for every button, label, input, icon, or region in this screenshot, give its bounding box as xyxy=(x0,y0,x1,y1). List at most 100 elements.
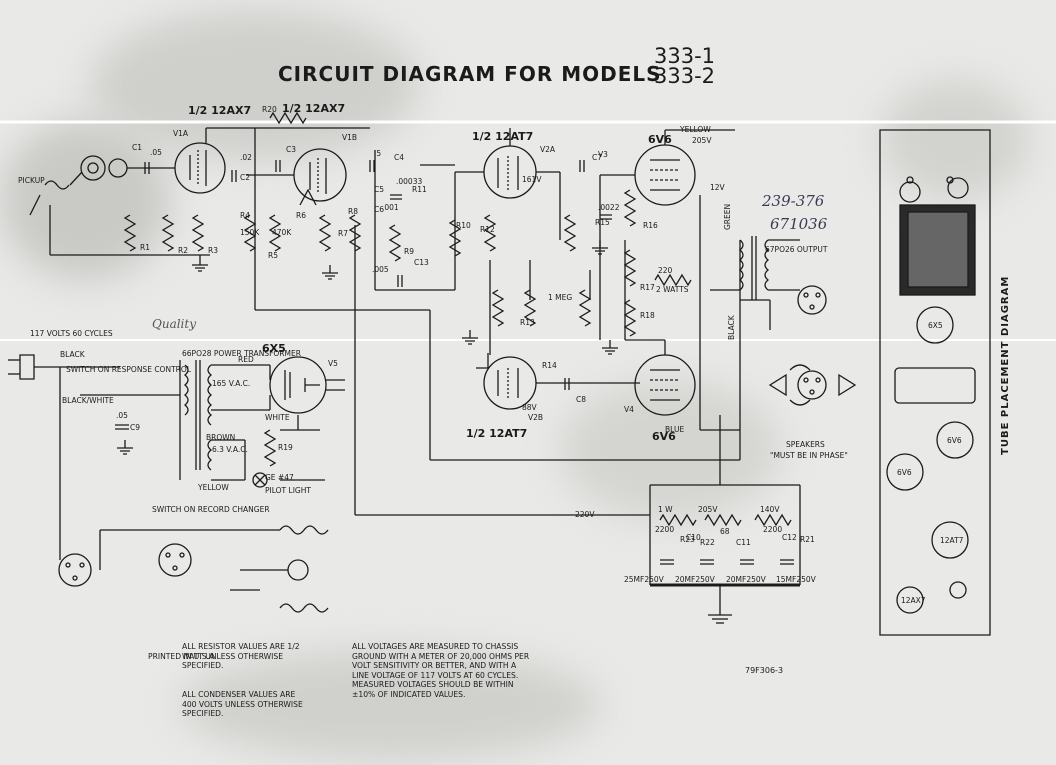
filter-cap-label: 25MF250V xyxy=(624,575,665,584)
tube-placement-panel xyxy=(879,129,991,636)
model-number-2: 333-2 xyxy=(654,64,716,88)
resistor-id: R20 xyxy=(262,105,277,114)
resistor xyxy=(192,214,204,252)
power-plug xyxy=(8,354,181,560)
tube-label: 1/2 12AX7 xyxy=(282,102,345,115)
placement-tube-label: 12AT7 xyxy=(940,536,964,545)
tube-v1a xyxy=(127,127,370,194)
resistor-id: R6 xyxy=(296,211,306,220)
capacitor-id: C2 xyxy=(240,173,250,182)
diagram-title: CIRCUIT DIAGRAM FOR MODELS xyxy=(278,62,662,86)
component-label-c0033: .00033 xyxy=(396,177,422,186)
capacitor-id: C13 xyxy=(414,258,429,267)
part-number: 79F306-3 xyxy=(745,666,784,675)
placement-tube-label: 6V6 xyxy=(947,436,962,445)
filter-cap-label: 20MF250V xyxy=(675,575,716,584)
capacitor-id: C8 xyxy=(576,395,586,404)
resistor-id: R21 xyxy=(800,535,815,544)
tube-v4 xyxy=(634,340,696,416)
component-label-switch-changer: SWITCH ON RECORD CHANGER xyxy=(152,505,270,514)
printed-note: PRINTED IN U.S.A. xyxy=(148,652,217,661)
component-label-black: BLACK xyxy=(60,350,86,359)
component-label-v205b: 205V xyxy=(698,505,718,514)
paper-stain xyxy=(0,120,170,280)
component-label-r470k: 470K xyxy=(272,228,292,237)
ground-symbols xyxy=(117,240,618,455)
component-label-yellow2: YELLOW xyxy=(679,125,711,134)
resistor xyxy=(349,214,361,252)
resistor xyxy=(389,224,401,262)
component-label-r220w: 2 WATTS xyxy=(656,285,689,294)
component-label-c001: .001 xyxy=(382,203,399,212)
tube-v1b xyxy=(246,148,347,206)
capacitor-id: C7 xyxy=(592,153,602,162)
capacitor-id: C12 xyxy=(782,533,797,542)
paper-stain xyxy=(560,380,780,520)
resistor xyxy=(492,289,504,327)
wiring xyxy=(254,128,801,624)
component-label-output: 67PO26 OUTPUT xyxy=(765,245,828,254)
resistor-id: R13 xyxy=(520,318,535,327)
handwritten-note: Quality xyxy=(152,317,196,331)
resistor xyxy=(564,214,576,252)
component-label-cap-05: .05 xyxy=(116,411,128,420)
component-label-yellow: YELLOW xyxy=(197,483,229,492)
speaker-plug xyxy=(768,285,857,406)
component-label-v88: 88V xyxy=(522,403,538,412)
resistor-id: R15 xyxy=(595,218,610,227)
resistor-id: R3 xyxy=(208,246,218,255)
pilot-light xyxy=(252,472,268,488)
resistor-id: R23 xyxy=(680,535,695,544)
resistor-id: R12 xyxy=(480,225,495,234)
component-label-v63: 6.3 V.A.C. xyxy=(212,445,248,454)
tube-id: V2B xyxy=(528,413,543,422)
tube-v2b xyxy=(476,353,640,410)
capacitor-id: C3 xyxy=(286,145,296,154)
resistor xyxy=(124,214,136,252)
model-number-1: 333-1 xyxy=(654,44,716,68)
component-label-phase: "MUST BE IN PHASE" xyxy=(770,451,848,460)
tube-label: 6V6 xyxy=(648,133,672,146)
component-label-power-transformer: 66PO28 POWER TRANSFORMER xyxy=(182,349,301,358)
resistor-id: R16 xyxy=(643,221,658,230)
handwritten-note: 671036 xyxy=(770,215,828,233)
pickup-input xyxy=(29,155,210,256)
component-label-r1meg: 1 MEG xyxy=(548,293,572,302)
tube-label: 1/2 12AT7 xyxy=(472,130,533,143)
component-label-pilot: PILOT LIGHT xyxy=(265,486,311,495)
tube-placement-title: TUBE PLACEMENT DIAGRAM xyxy=(1000,275,1011,455)
placement-tube-label: 12AX7 xyxy=(901,596,926,605)
component-label-c05: .05 xyxy=(150,148,162,157)
tube-v3 xyxy=(600,129,735,206)
resistor-id: R8 xyxy=(348,207,358,216)
resistor xyxy=(624,249,636,287)
capacitor-id: C9 xyxy=(130,423,140,432)
tube-id: V1A xyxy=(173,129,189,138)
resistor-id: R17 xyxy=(640,283,655,292)
tube-id: V4 xyxy=(624,405,634,414)
resistor-id: R2 xyxy=(178,246,188,255)
filter-cap-label: 15MF250V xyxy=(776,575,817,584)
component-label-ge47: GE #47 xyxy=(265,473,294,482)
resistor-id: R19 xyxy=(278,443,293,452)
component-label-v220: 220V xyxy=(575,510,595,519)
resistor xyxy=(162,214,174,252)
resistor-id: R18 xyxy=(640,311,655,320)
resistor xyxy=(659,514,697,526)
resistor-id: R14 xyxy=(542,361,557,370)
component-label-filt-2200b: 2200 xyxy=(763,525,782,534)
resistor-id: R4 xyxy=(240,211,250,220)
component-label-filt-2200: 2200 xyxy=(655,525,674,534)
filter-cap-label: 20MF250V xyxy=(726,575,767,584)
paper-stain xyxy=(180,650,600,760)
component-label-v165: 165 V.A.C. xyxy=(212,379,250,388)
component-label-white: WHITE xyxy=(265,413,290,422)
capacitor-id: C11 xyxy=(736,538,751,547)
capacitor-id: C4 xyxy=(394,153,404,162)
placement-tube-label: 6X5 xyxy=(928,321,943,330)
tube-id: V1B xyxy=(342,133,357,142)
output-transformer xyxy=(738,236,800,300)
